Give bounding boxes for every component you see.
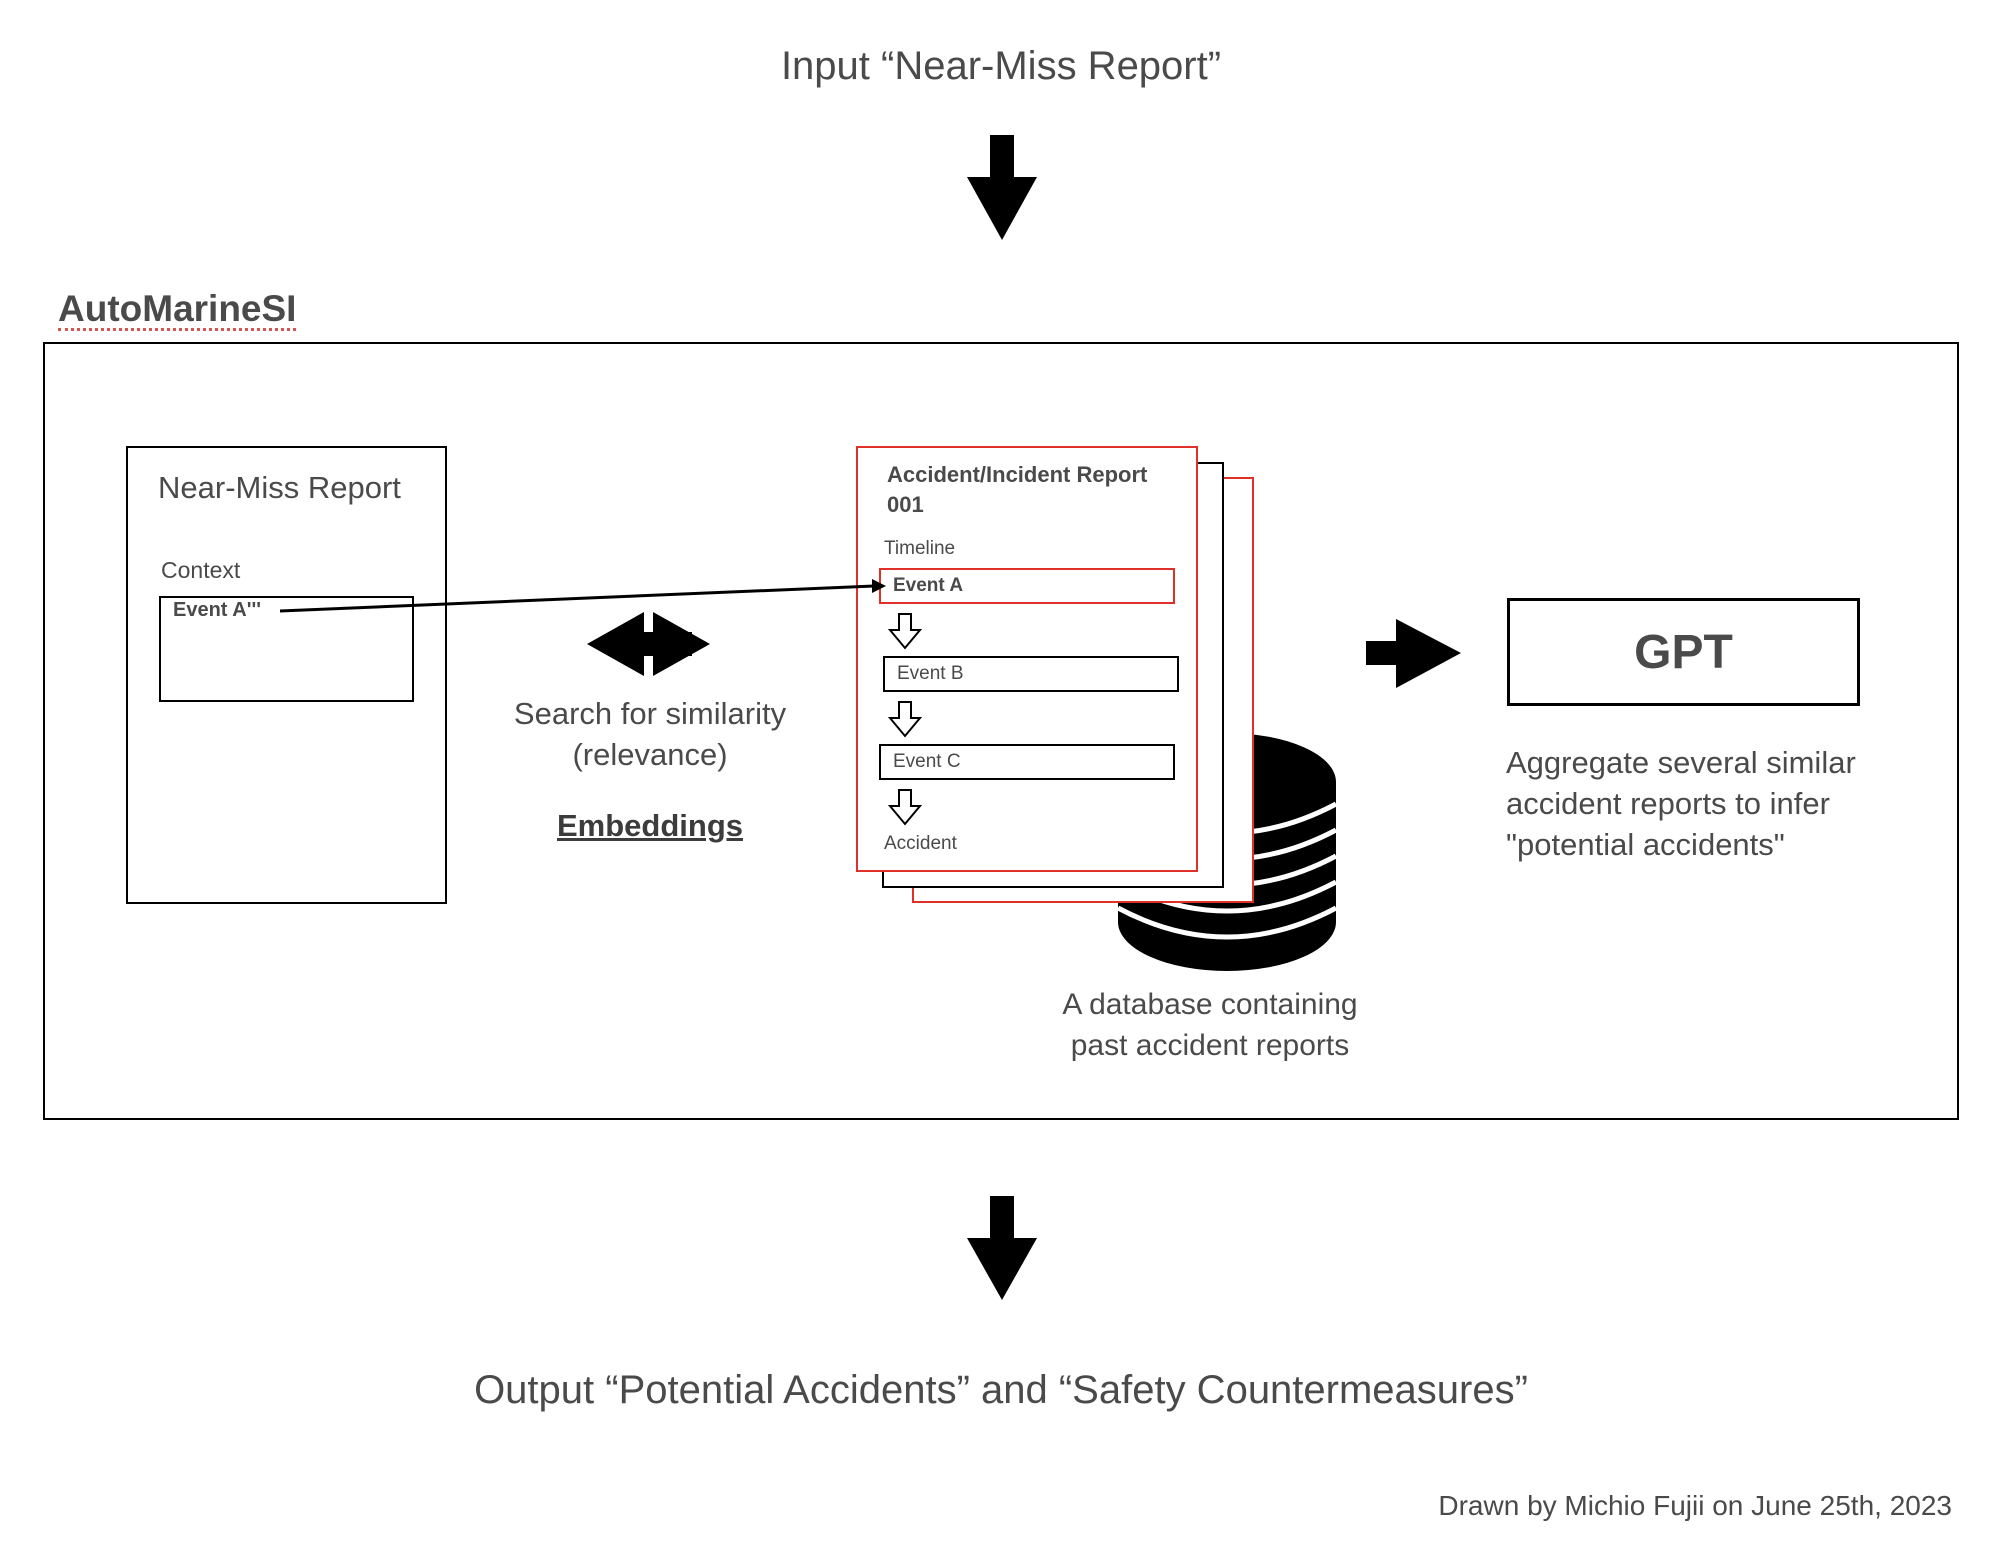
output-label: Output “Potential Accidents” and “Safety… (474, 1368, 1528, 1412)
bidirectional-arrow-icon (587, 612, 710, 676)
input-down-arrow-icon (967, 135, 1037, 240)
connector-arrow-icon (279, 579, 886, 613)
output-down-arrow-icon (967, 1196, 1037, 1300)
gpt-caption-line2: accident reports to infer (1506, 786, 1830, 821)
gpt-caption-line3: "potential accidents" (1506, 827, 1785, 862)
timeline-down-arrow-icon (887, 613, 923, 650)
credit-text: Drawn by Michio Fujii on June 25th, 2023 (1438, 1490, 1952, 1521)
near-miss-context-label: Context (161, 557, 241, 583)
timeline-event-b: Event B (883, 656, 1179, 692)
timeline-accident-label: Accident (884, 833, 957, 854)
similarity-search-line1: Search for similarity (513, 696, 787, 731)
timeline-down-arrow-icon (887, 701, 923, 738)
gpt-caption: Aggregate several similar accident repor… (1506, 742, 1906, 865)
similarity-search-label: Search for similarity (relevance) (480, 693, 820, 775)
database-caption-line2: past accident reports (1070, 1029, 1350, 1062)
system-name: AutoMarineSI (58, 288, 297, 331)
timeline-event-a: Event A (879, 568, 1175, 604)
accident-report-title: Accident/Incident Report 001 (887, 460, 1187, 520)
gpt-caption-line1: Aggregate several similar (1506, 745, 1856, 780)
gpt-label: GPT (1634, 625, 1733, 679)
right-arrow-icon (1366, 619, 1461, 688)
accident-report-title-line1: Accident/Incident Report (887, 462, 1148, 487)
near-miss-event-box (159, 596, 414, 702)
database-caption-line1: A database containing (1062, 988, 1358, 1021)
near-miss-event-label: Event A''' (173, 599, 261, 621)
near-miss-report-title: Near-Miss Report (158, 470, 401, 505)
timeline-down-arrow-icon (887, 789, 923, 826)
database-caption: A database containing past accident repo… (1020, 984, 1400, 1066)
similarity-search-line2: (relevance) (572, 737, 728, 772)
gpt-box: GPT (1507, 598, 1860, 706)
input-label: Input “Near-Miss Report” (780, 44, 1222, 88)
embeddings-label: Embeddings (556, 808, 743, 843)
timeline-label: Timeline (884, 538, 956, 559)
accident-report-title-line2: 001 (887, 492, 924, 517)
timeline-event-c: Event C (879, 744, 1175, 780)
system-frame (43, 342, 1959, 1120)
